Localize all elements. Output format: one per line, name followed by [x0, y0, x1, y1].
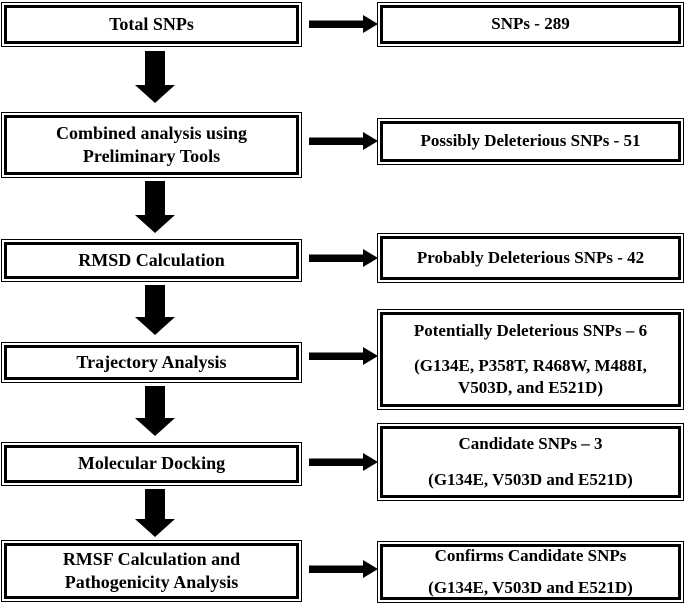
down-arrow-icon: [135, 386, 175, 436]
result-box-candidate-snps-content: Candidate SNPs – 3 (G134E, V503D and E52…: [380, 426, 681, 498]
step-box-molecular-docking: Molecular Docking: [1, 442, 302, 486]
result-box-probably-deleterious-content: Probably Deleterious SNPs - 42: [380, 236, 681, 280]
result-box-possibly-deleterious-content: Possibly Deleterious SNPs - 51: [380, 121, 681, 162]
step-label: Trajectory Analysis: [76, 351, 227, 372]
right-arrow-6: [309, 557, 378, 581]
step-label: Preliminary Tools: [82, 146, 221, 166]
step-label: Pathogenicity Analysis: [64, 572, 239, 592]
right-arrow-icon: [309, 453, 378, 471]
result-label: Possibly Deleterious SNPs - 51: [420, 131, 641, 151]
right-arrow-1: [309, 12, 378, 36]
down-arrow-3: [135, 285, 175, 335]
down-arrow-1: [135, 51, 175, 103]
step-box-trajectory-analysis: Trajectory Analysis: [1, 342, 302, 383]
step-box-rmsf-pathogenicity: RMSF Calculation and Pathogenicity Analy…: [1, 540, 302, 602]
result-box-potentially-deleterious: Potentially Deleterious SNPs – 6 (G134E,…: [377, 309, 684, 410]
right-arrow-2: [309, 129, 378, 153]
result-detail: V503D, and E521D): [458, 378, 603, 398]
result-heading: Candidate SNPs – 3: [458, 434, 603, 454]
result-box-confirms-candidate: Confirms Candidate SNPs (G134E, V503D an…: [377, 541, 684, 603]
step-label: Molecular Docking: [77, 453, 226, 474]
down-arrow-2: [135, 181, 175, 233]
result-label: Probably Deleterious SNPs - 42: [416, 247, 645, 267]
result-box-candidate-snps: Candidate SNPs – 3 (G134E, V503D and E52…: [377, 423, 684, 501]
result-detail: (G134E, V503D and E521D): [428, 577, 633, 597]
result-label: SNPs - 289: [491, 14, 570, 34]
down-arrow-icon: [135, 51, 175, 103]
step-box-total-snps: Total SNPs: [1, 2, 302, 47]
down-arrow-icon: [135, 489, 175, 537]
right-arrow-icon: [309, 560, 378, 578]
step-box-trajectory-analysis-content: Trajectory Analysis: [4, 345, 299, 380]
result-box-potentially-deleterious-content: Potentially Deleterious SNPs – 6 (G134E,…: [380, 312, 681, 407]
step-box-combined-analysis-content: Combined analysis using Preliminary Tool…: [4, 115, 299, 175]
down-arrow-icon: [135, 285, 175, 335]
result-heading: Confirms Candidate SNPs: [434, 546, 627, 566]
right-arrow-4: [309, 344, 378, 368]
result-box-total-snps-content: SNPs - 289: [380, 5, 681, 44]
down-arrow-4: [135, 386, 175, 436]
step-box-rmsd-calculation-content: RMSD Calculation: [4, 242, 299, 279]
result-detail: (G134E, V503D and E521D): [428, 469, 633, 489]
step-box-combined-analysis: Combined analysis using Preliminary Tool…: [1, 112, 302, 178]
result-detail: (G134E, P358T, R468W, M488I,: [414, 355, 647, 375]
result-box-confirms-candidate-content: Confirms Candidate SNPs (G134E, V503D an…: [380, 544, 681, 600]
result-box-possibly-deleterious: Possibly Deleterious SNPs - 51: [377, 118, 684, 165]
step-box-rmsd-calculation: RMSD Calculation: [1, 239, 302, 282]
right-arrow-5: [309, 450, 378, 474]
right-arrow-icon: [309, 132, 378, 150]
step-box-total-snps-content: Total SNPs: [4, 5, 299, 44]
right-arrow-icon: [309, 15, 378, 33]
down-arrow-icon: [135, 181, 175, 233]
down-arrow-5: [135, 489, 175, 537]
step-label: Combined analysis using: [55, 122, 248, 143]
step-label: RMSD Calculation: [78, 249, 225, 270]
result-box-probably-deleterious: Probably Deleterious SNPs - 42: [377, 233, 684, 283]
result-heading: Potentially Deleterious SNPs – 6: [413, 320, 648, 340]
step-box-molecular-docking-content: Molecular Docking: [4, 445, 299, 483]
result-box-total-snps-count: SNPs - 289: [377, 2, 684, 47]
step-label: RMSF Calculation and: [62, 548, 241, 569]
right-arrow-icon: [309, 249, 378, 267]
step-label: Total SNPs: [109, 13, 194, 34]
right-arrow-3: [309, 246, 378, 270]
step-box-rmsf-pathogenicity-content: RMSF Calculation and Pathogenicity Analy…: [4, 543, 299, 599]
right-arrow-icon: [309, 347, 378, 365]
